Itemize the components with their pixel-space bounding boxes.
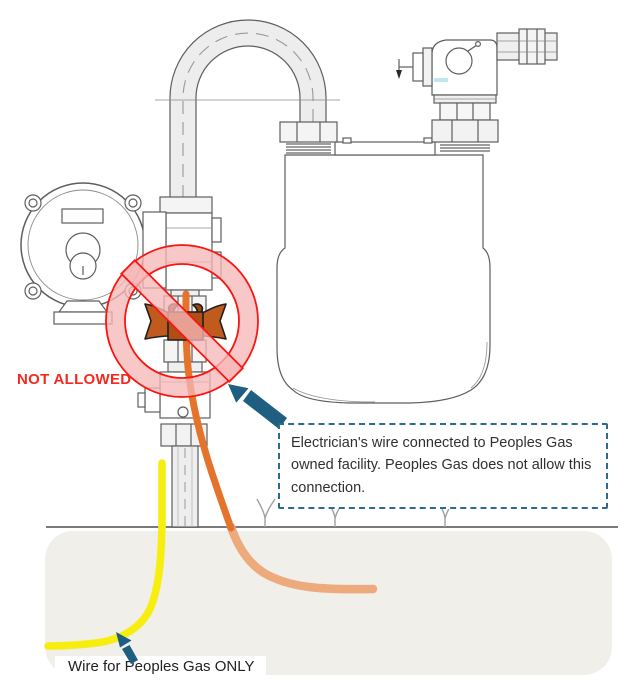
- riser-collar: [159, 196, 213, 214]
- regulator-base-funnel: [57, 300, 109, 313]
- electrician-callout-box: Electrician's wire connected to Peoples …: [278, 423, 608, 510]
- meter-body: [276, 137, 491, 404]
- peoples-gas-wire: [44, 459, 166, 650]
- meter-index-plate: [334, 141, 436, 156]
- electrician-wire-below-ground: [226, 522, 378, 594]
- gooseneck-nut: [279, 121, 338, 143]
- tee-valve-port: [445, 47, 473, 75]
- meter-brand-tag: [434, 78, 448, 82]
- peoples-gas-wire-below-ground: [44, 523, 166, 650]
- gooseneck-pipe: [155, 19, 340, 201]
- regulator-nameplate: [61, 208, 104, 224]
- gooseneck-outline: [169, 19, 327, 201]
- meter-outline: [276, 154, 491, 404]
- prohibition-icon: [105, 244, 259, 398]
- regulator-base: [53, 311, 113, 325]
- tee-stem: [422, 47, 433, 87]
- service-tee: [396, 28, 558, 152]
- soil-fill: [45, 531, 612, 675]
- tee-nut-large: [431, 119, 499, 143]
- soil-block: [45, 531, 612, 675]
- not-allowed-label: NOT ALLOWED: [17, 371, 132, 388]
- prohibition-slash: [120, 259, 244, 383]
- callout-arrow-icon: [228, 384, 287, 429]
- peoples-gas-wire-label: Wire for Peoples Gas ONLY: [55, 656, 267, 679]
- tee-nut-small: [439, 102, 491, 121]
